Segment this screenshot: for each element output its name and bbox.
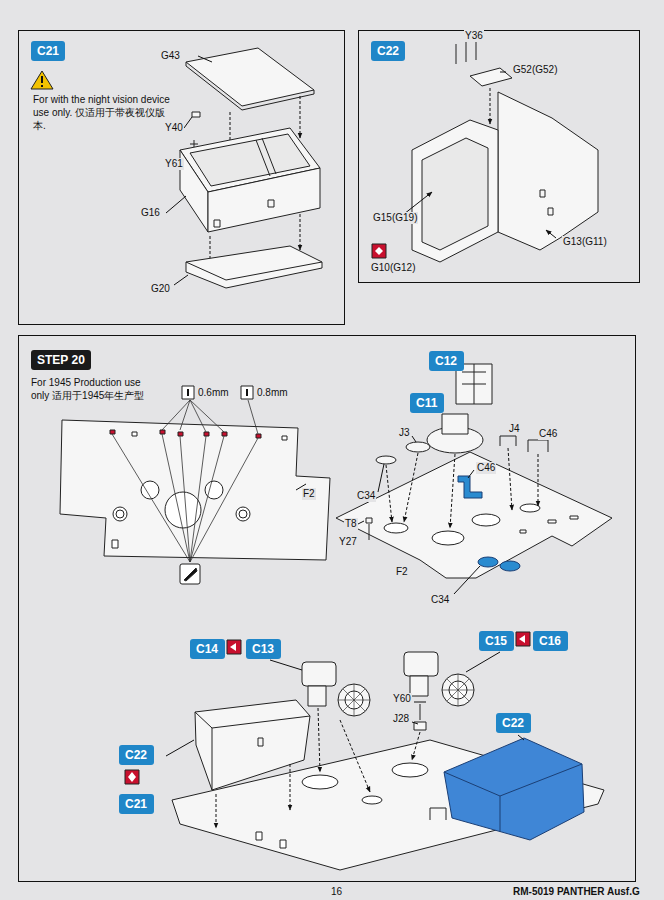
- drill-icon: [241, 386, 253, 399]
- part-label: C46: [476, 462, 496, 474]
- callout-badge: C15: [479, 631, 514, 651]
- part-label: F2: [395, 566, 409, 578]
- callout-badge: C12: [429, 351, 464, 371]
- step-panel: C21For with the night vision device use …: [18, 30, 345, 325]
- part-label: C34: [430, 594, 450, 606]
- part-label: C46: [538, 428, 558, 440]
- callout-badge: C13: [246, 639, 281, 659]
- step-number: STEP 20: [31, 350, 91, 370]
- part-label: Y27: [338, 536, 358, 548]
- hinge-part: [192, 112, 200, 117]
- warning-icon: [31, 71, 53, 89]
- part-label: G15(G19): [372, 212, 418, 224]
- step-number: C21: [31, 41, 65, 61]
- part-label: T8: [344, 518, 358, 530]
- part-label: J4: [508, 423, 521, 435]
- callout-number: C15: [479, 631, 513, 651]
- callout-badge: C14: [190, 639, 225, 659]
- cover-part-highlight: [478, 557, 498, 567]
- part-label: Y40: [164, 122, 184, 134]
- small-part: [366, 518, 372, 523]
- handle-part: [500, 436, 516, 446]
- part-label: Y36: [464, 30, 484, 42]
- box-part: [412, 120, 498, 262]
- side-plate-part: [498, 92, 598, 250]
- part-label: J3: [398, 427, 411, 439]
- callout-number: C21: [119, 794, 153, 814]
- callout-number: C13: [246, 639, 280, 659]
- note-text: For with the night vision device use onl…: [33, 93, 171, 132]
- hull-plate-part: [336, 452, 612, 578]
- lid-part: [186, 48, 314, 106]
- page-footer: 16: [330, 886, 343, 898]
- callout-badge: C22: [496, 713, 531, 733]
- part-label: 0.8mm: [256, 387, 289, 399]
- note-text: For 1945 Production use only 适用于1945年生产型: [31, 376, 161, 402]
- callout-badge: C16: [533, 631, 568, 651]
- small-plate-part: [470, 68, 512, 86]
- part-label: Y60: [392, 693, 412, 705]
- callout-number: C16: [533, 631, 567, 651]
- step-number: C22: [371, 41, 405, 61]
- alternative-icon: [372, 244, 386, 258]
- box-part: [195, 700, 310, 790]
- callout-number: C14: [190, 639, 224, 659]
- step-panel: C12C11C14C13C15C16C22C22C21STEP 20For 19…: [18, 335, 636, 882]
- callout-badge: C22: [119, 745, 154, 765]
- page-footer: RM-5019 PANTHER Ausf.G: [512, 886, 641, 898]
- part-label: C34: [356, 490, 376, 502]
- callout-number: C22: [119, 745, 153, 765]
- part-label: J28: [392, 713, 410, 725]
- grill-part: [338, 684, 370, 716]
- box-part-highlight: [444, 738, 584, 840]
- alternative-icon: [125, 770, 139, 784]
- callout-number: C11: [410, 393, 443, 413]
- callout-number: C22: [496, 713, 530, 733]
- alternative-icon: [227, 640, 241, 654]
- part-label: G13(G11): [562, 236, 608, 248]
- part-label: G52(G52): [512, 64, 558, 76]
- plate-part: [186, 246, 322, 288]
- periscope-part: [302, 662, 336, 686]
- callout-number: C12: [429, 351, 463, 371]
- part-label: G20: [150, 283, 171, 295]
- callout-badge: C21: [119, 794, 154, 814]
- grill-part: [442, 674, 474, 706]
- handle-part: [528, 440, 548, 452]
- part-label: 0.6mm: [197, 387, 230, 399]
- periscope-part: [404, 652, 438, 676]
- drill-icon: [182, 386, 194, 399]
- pin-part: [456, 42, 476, 64]
- handle-part-highlight: [458, 476, 482, 498]
- part-label: G43: [160, 50, 181, 62]
- part-label: F2: [302, 488, 316, 500]
- callout-badge: C11: [410, 393, 444, 413]
- cutter-icon: [180, 564, 200, 584]
- hull-plate-part: [60, 420, 330, 560]
- part-label: Y61: [164, 158, 184, 170]
- part-label: G16: [140, 207, 161, 219]
- ring-part: [406, 442, 430, 452]
- part-label: G10(G12): [370, 262, 416, 274]
- alternative-icon: [516, 632, 530, 646]
